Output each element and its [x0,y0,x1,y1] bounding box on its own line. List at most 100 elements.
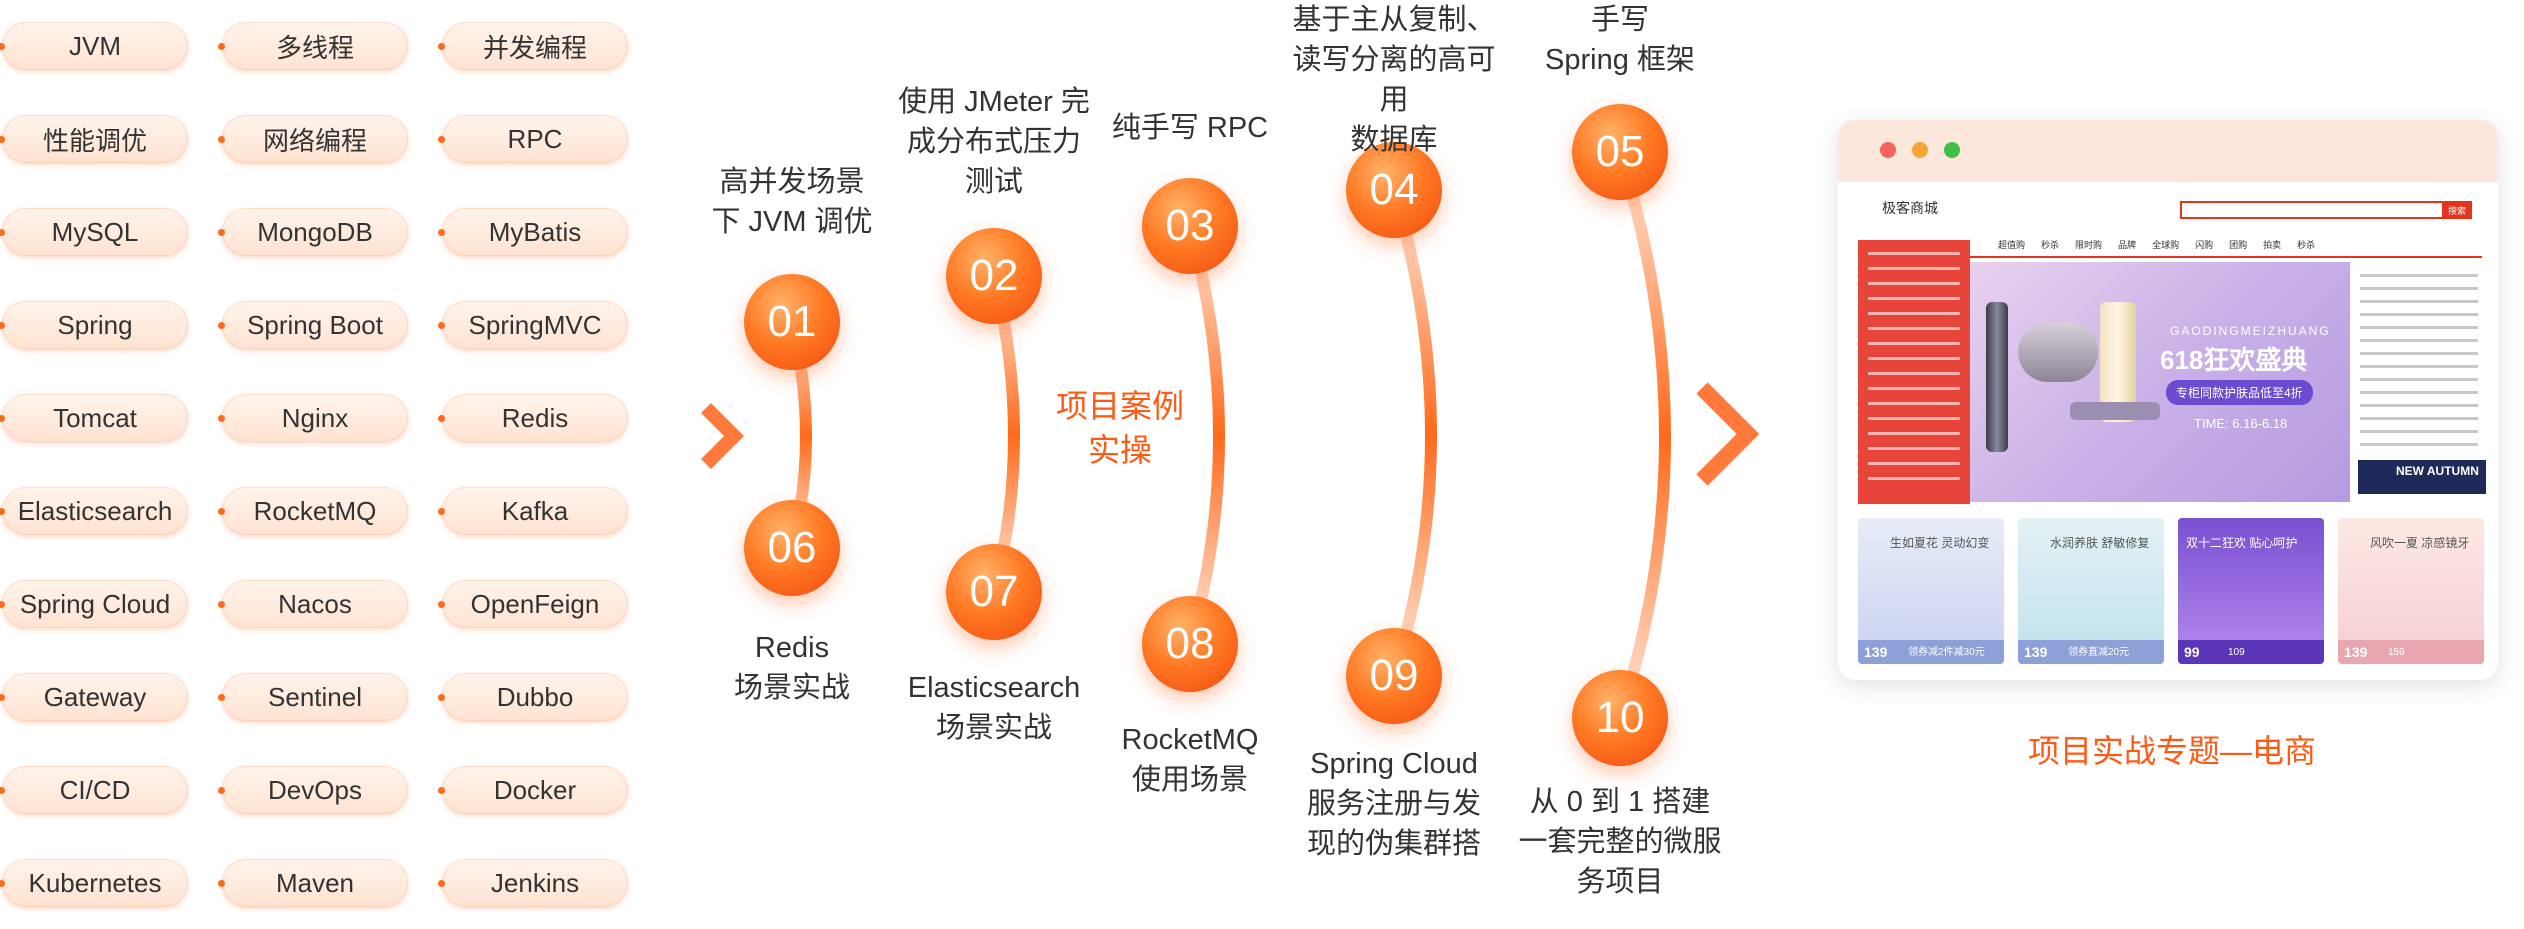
step-label-line: RocketMQ [1121,724,1259,756]
tag-dot-icon [438,43,445,50]
mall-nav-item: 秒杀 [2041,240,2060,250]
tech-tag: MySQL [0,208,188,256]
card-price-bar [2178,640,2324,664]
banner-title: 618狂欢盛典 [2160,345,2308,375]
tech-tag-label: 多线程 [275,32,354,63]
step-label-line: 手写 [1590,4,1649,36]
mall-promo: NEW AUTUMN [2358,460,2486,494]
mall-brand: 极客商城 [1882,200,1938,216]
cosmetic-jar-image [2018,322,2098,382]
step-circle-06: 06 [744,500,840,596]
tag-dot-icon [0,43,5,50]
step-label-line: 使用 JMeter 完 [898,86,1090,118]
step-label-01: 高并发场景下 JVM 调优 [677,162,907,242]
tech-tag: Spring Boot [218,301,408,349]
step-label-02: 使用 JMeter 完成分布式压力测试 [879,82,1109,202]
tag-dot-icon [0,229,5,236]
mall-nav: 超值购秒杀限时购品牌全球购闪购团购拍卖秒杀 [1858,238,2482,258]
tag-dot-icon [438,787,445,794]
step-label-line: 务项目 [1576,866,1664,898]
card-title: 生如夏花 灵动幻变 [1890,536,1990,550]
card-title: 水润养肤 舒敏修复 [2050,536,2150,550]
tech-tag: CI/CD [0,766,188,814]
tag-dot-icon [218,694,225,701]
tech-tag: Gateway [0,673,188,721]
step-label-line: 一套完整的微服 [1518,826,1722,858]
tech-tag: Spring Cloud [0,580,188,628]
step-label-line: 使用场景 [1131,764,1248,796]
tech-tag: Docker [438,766,628,814]
tag-dot-icon [438,694,445,701]
tech-tag-label: Kafka [501,495,569,526]
tech-tag-label: 性能调优 [42,125,147,156]
step-circle-04: 04 [1346,142,1442,238]
tech-tag-label: 并发编程 [482,32,587,63]
window-titlebar [1838,120,2498,182]
tag-dot-icon [0,508,5,515]
arc-03-08 [1184,220,1225,650]
tech-tag-label: MyBatis [488,216,582,247]
step-circle-08: 08 [1142,596,1238,692]
cosmetic-tube-image [2070,402,2160,420]
tag-dot-icon [218,415,225,422]
tag-dot-icon [0,694,5,701]
arc-05-10 [1614,146,1671,724]
tag-dot-icon [438,415,445,422]
tech-tag-label: Sentinel [268,681,362,712]
step-label-10: 从 0 到 1 搭建一套完整的微服务项目 [1505,782,1735,902]
tech-tag: 多线程 [218,22,408,70]
step-label-line: Spring Cloud [1310,748,1478,780]
tech-tag-label: SpringMVC [468,309,602,340]
tag-dot-icon [218,601,225,608]
tech-tag-label: JVM [69,30,121,61]
tech-tag: Kubernetes [0,859,188,907]
mall-nav-item: 限时购 [2075,240,2103,250]
step-label-line: 基于主从复制、 [1292,4,1496,36]
card-price-bar [2018,640,2164,664]
tag-dot-icon [218,136,225,143]
tech-tag-label: Tomcat [53,402,137,433]
tech-tag: 性能调优 [0,115,188,163]
tech-tag-label: DevOps [268,774,362,805]
card-tag: 109 [2228,647,2245,658]
step-label-line: 读写分离的高可用 [1292,44,1496,116]
step-label-line: 纯手写 RPC [1111,112,1269,144]
mall-banner: GAODINGMEIZHUANG 618狂欢盛典 专柜同款护肤品低至4折 TIM… [1970,262,2350,502]
close-dot-icon [1880,142,1896,158]
tech-tag-label: CI/CD [59,774,131,805]
mall-nav-item: 超值购 [1998,240,2026,250]
step-label-08: RocketMQ 使用场景 [1075,720,1305,800]
banner-date: TIME: 6.16-6.18 [2194,416,2288,431]
step-label-line: 高并发场景 [719,166,865,198]
mall-search-button: 搜索 [2442,201,2472,219]
tech-tag-label: OpenFeign [470,588,600,619]
mall-category-menu [1858,240,1970,504]
maximize-dot-icon [1944,142,1960,158]
tech-tag-label: Elasticsearch [17,495,173,526]
minimize-dot-icon [1912,142,1928,158]
tag-dot-icon [0,415,5,422]
tech-tag-label: Spring [57,309,133,340]
tech-tag-label: Gateway [43,681,147,712]
center-title: 项目案例 实操 [1055,388,1184,468]
mall-nav-item: 全球购 [2152,240,2180,250]
step-circle-01: 01 [744,274,840,370]
tech-tag: DevOps [218,766,408,814]
left-arrow [701,403,744,469]
tag-dot-icon [438,229,445,236]
cosmetic-bottle-image [1986,302,2008,452]
step-label-line: 下 JVM 调优 [711,206,873,238]
tech-tag: JVM [0,22,188,70]
step-label-line: 数据库 [1350,124,1438,156]
card-tag: 159 [2388,647,2405,658]
tech-tag-label: Dubbo [496,681,574,712]
card-price-bar [1858,640,2004,664]
tech-tag-label: Kubernetes [28,867,162,898]
tag-dot-icon [218,43,225,50]
